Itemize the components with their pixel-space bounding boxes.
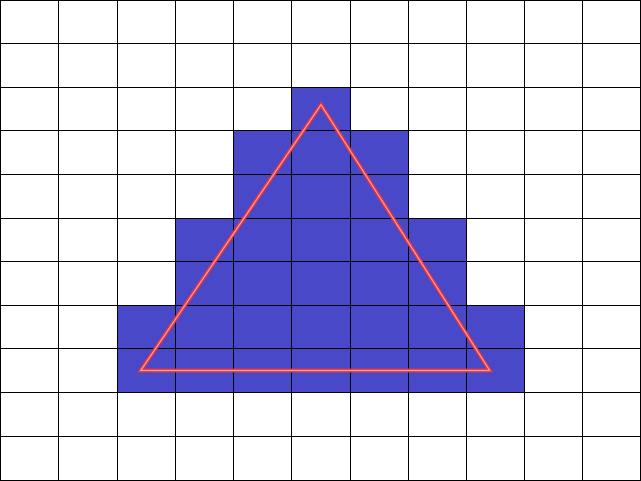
filled-cell bbox=[291, 218, 351, 262]
filled-cell bbox=[175, 218, 234, 262]
filled-cell bbox=[466, 305, 525, 349]
filled-cell bbox=[233, 305, 292, 349]
filled-cell bbox=[291, 87, 351, 131]
filled-cell bbox=[233, 174, 292, 219]
filled-cell bbox=[350, 218, 409, 262]
filled-cell bbox=[233, 261, 292, 306]
filled-cell bbox=[233, 218, 292, 262]
filled-cell bbox=[175, 261, 234, 306]
triangle-outline-group bbox=[136, 101, 494, 373]
filled-cell bbox=[408, 261, 467, 306]
filled-cell bbox=[291, 174, 351, 219]
triangle-outline-highlight bbox=[139, 103, 491, 372]
filled-cell bbox=[175, 305, 234, 349]
filled-cell bbox=[408, 305, 467, 349]
filled-cell bbox=[350, 261, 409, 306]
filled-cell bbox=[350, 305, 409, 349]
filled-cell bbox=[291, 305, 351, 349]
filled-cell bbox=[291, 261, 351, 306]
filled-cell bbox=[233, 130, 292, 175]
filled-cell bbox=[117, 305, 176, 349]
